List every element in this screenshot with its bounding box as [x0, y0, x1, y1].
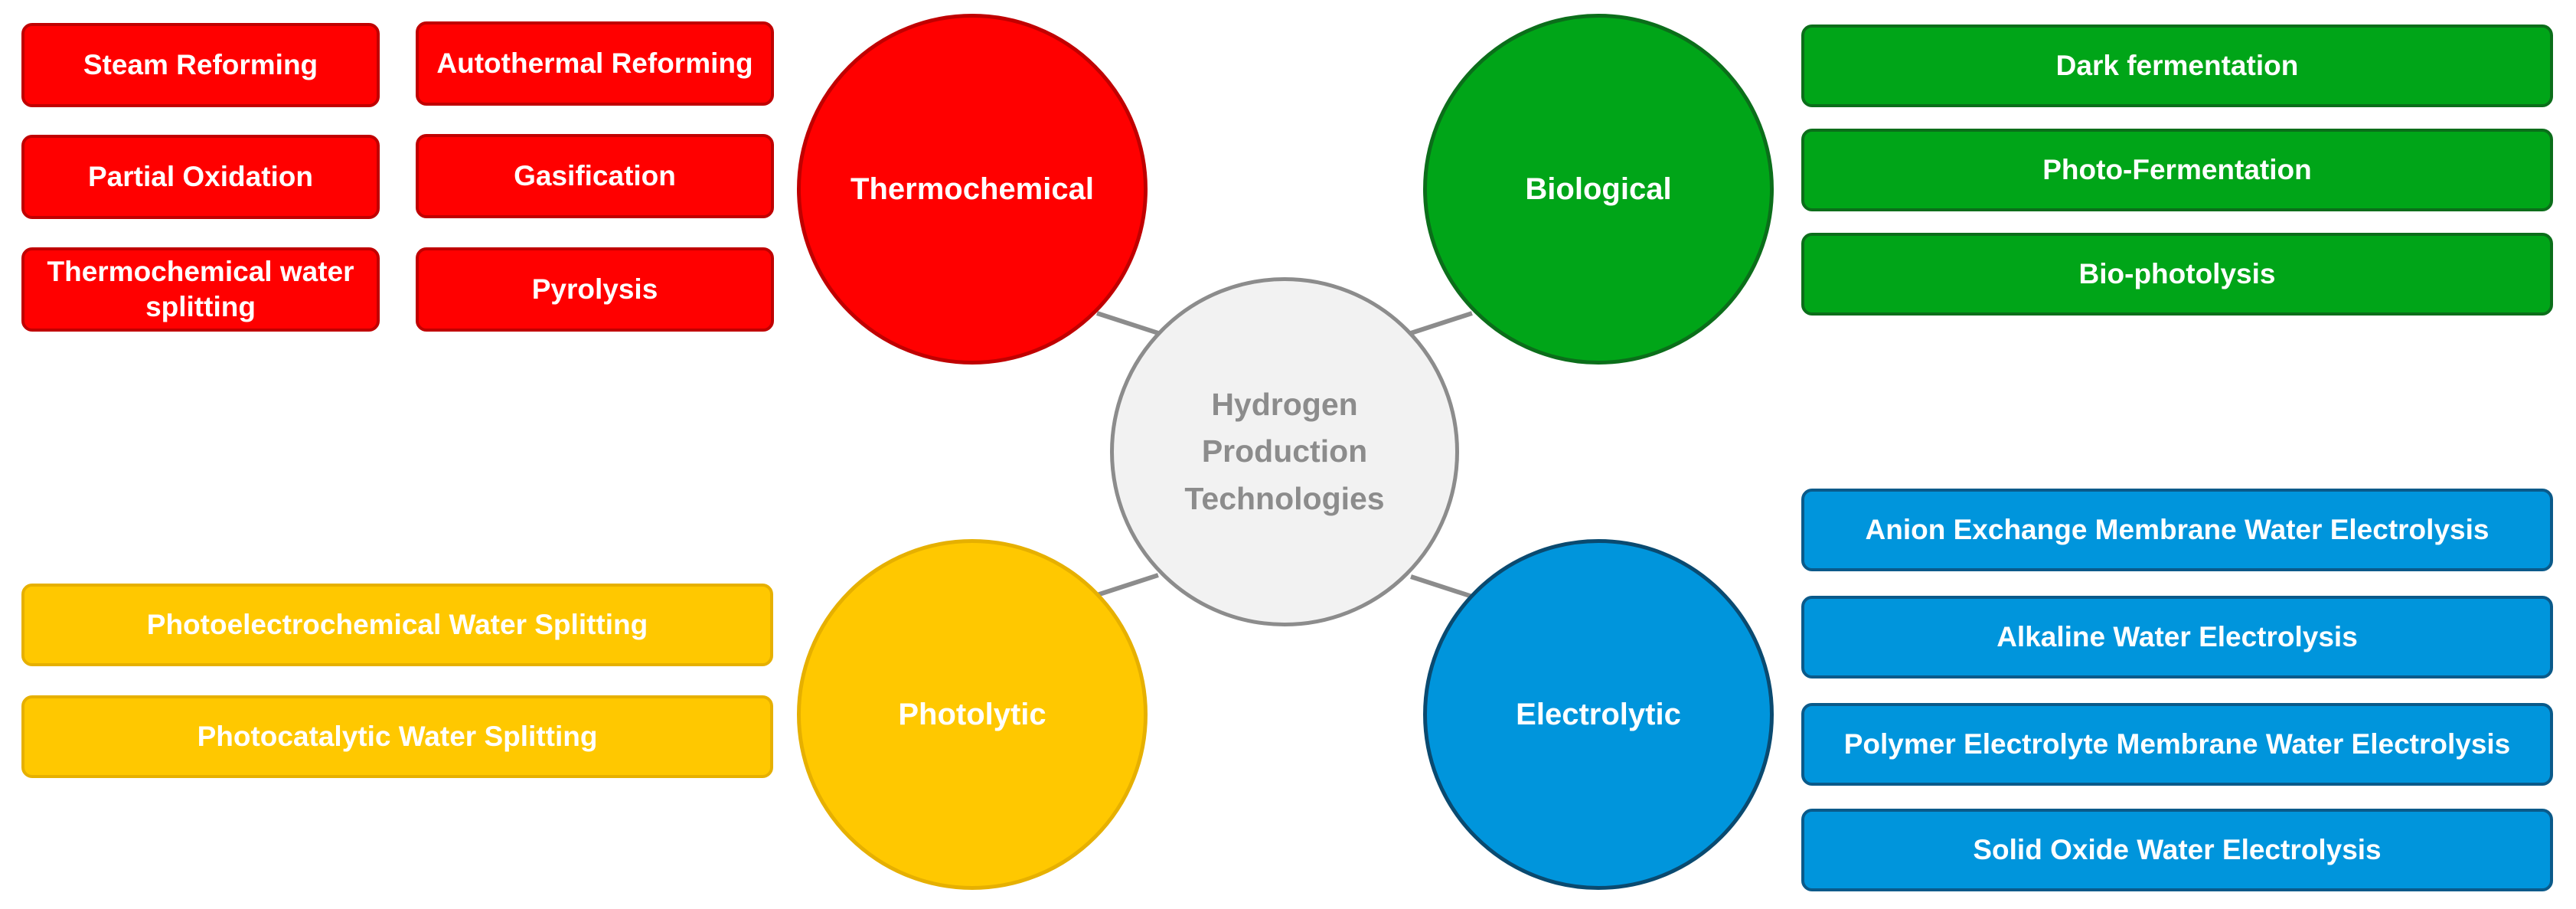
method-box-pyrolysis: Pyrolysis	[416, 247, 774, 332]
method-box-gasification: Gasification	[416, 134, 774, 218]
method-box-alkaline-water-electrolysis: Alkaline Water Electrolysis	[1801, 596, 2553, 678]
connector-electrolytic	[1410, 574, 1473, 599]
category-label-electrolytic: Electrolytic	[1516, 697, 1681, 731]
connector-biological	[1410, 311, 1473, 335]
category-node-photolytic: Photolytic	[797, 539, 1148, 890]
center-line-2: Production	[1201, 433, 1368, 469]
connector-thermochemical	[1096, 311, 1159, 335]
method-box-bio-photolysis: Bio-photolysis	[1801, 233, 2553, 316]
method-box-photoelectrochemical-water-splitting: Photoelectrochemical Water Splitting	[21, 584, 773, 666]
method-box-thermochemical-water-splitting: Thermochemical water splitting	[21, 247, 380, 332]
method-box-autothermal-reforming: Autothermal Reforming	[416, 21, 774, 106]
method-box-photo-fermentation: Photo-Fermentation	[1801, 129, 2553, 211]
method-box-steam-reforming: Steam Reforming	[21, 23, 380, 107]
connector-photolytic	[1096, 573, 1159, 597]
category-label-thermochemical: Thermochemical	[851, 172, 1094, 206]
category-node-biological: Biological	[1423, 14, 1774, 365]
method-box-partial-oxidation: Partial Oxidation	[21, 135, 380, 219]
category-label-photolytic: Photolytic	[898, 697, 1046, 731]
center-line-1: Hydrogen	[1211, 386, 1358, 422]
center-node-hydrogen-production-technologies: Hydrogen Production Technologies	[1110, 277, 1459, 626]
category-label-biological: Biological	[1525, 172, 1672, 206]
center-line-3: Technologies	[1184, 480, 1385, 516]
method-box-solid-oxide-water-electrolysis: Solid Oxide Water Electrolysis	[1801, 809, 2553, 891]
method-box-polymer-electrolyte-membrane-water-electrolysis: Polymer Electrolyte Membrane Water Elect…	[1801, 703, 2553, 786]
method-box-photocatalytic-water-splitting: Photocatalytic Water Splitting	[21, 695, 773, 778]
method-box-dark-fermentation: Dark fermentation	[1801, 25, 2553, 107]
category-node-thermochemical: Thermochemical	[797, 14, 1148, 365]
method-box-anion-exchange-membrane-water-electrolysis: Anion Exchange Membrane Water Electrolys…	[1801, 489, 2553, 571]
category-node-electrolytic: Electrolytic	[1423, 539, 1774, 890]
